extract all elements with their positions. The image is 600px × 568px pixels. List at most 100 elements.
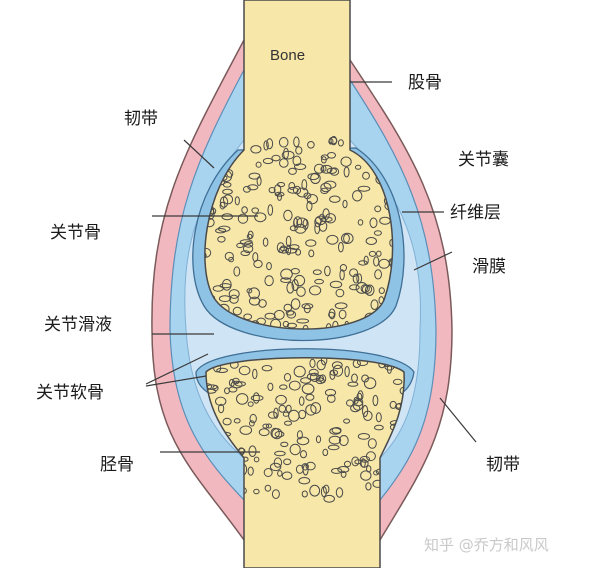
trabecula-ring bbox=[328, 435, 342, 445]
trabecula-ring bbox=[389, 258, 393, 269]
trabecula-ring bbox=[253, 259, 263, 269]
trabecula-ring bbox=[298, 477, 311, 485]
trabecula-ring bbox=[212, 285, 224, 292]
trabecula-ring bbox=[313, 163, 325, 174]
leader-ligament-top bbox=[183, 139, 215, 169]
trabecula-ring bbox=[325, 213, 336, 224]
trabecula-ring bbox=[292, 155, 302, 167]
trabecula-ring bbox=[293, 136, 300, 148]
label-femur: 股骨 bbox=[408, 73, 442, 93]
trabecula-ring bbox=[363, 410, 373, 421]
trabecula-ring bbox=[228, 256, 235, 263]
trabecula-ring bbox=[248, 296, 261, 306]
trabecula-ring bbox=[289, 244, 300, 250]
trabecula-ring bbox=[252, 252, 259, 263]
trabecula-ring bbox=[367, 438, 377, 449]
trabecula-ring bbox=[320, 357, 328, 366]
trabecula-ring bbox=[237, 213, 249, 224]
trabecula-ring bbox=[250, 394, 264, 402]
leader-cartilage-1 bbox=[145, 353, 209, 385]
trabecula-ring bbox=[236, 393, 249, 405]
trabecula-ring bbox=[331, 427, 342, 434]
trabecula-ring bbox=[362, 171, 370, 180]
trabecula-ring bbox=[338, 309, 347, 320]
trabecula-ring bbox=[320, 486, 327, 498]
trabecula-ring bbox=[293, 274, 306, 287]
trabecula-ring bbox=[376, 250, 382, 257]
trabecula-ring bbox=[224, 251, 234, 261]
trabecula-ring bbox=[247, 466, 254, 476]
label-synovium: 滑膜 bbox=[472, 257, 506, 277]
trabecula-ring bbox=[365, 237, 377, 245]
trabecula-ring bbox=[206, 383, 213, 390]
trabecula-ring bbox=[221, 278, 232, 291]
trabecula-ring bbox=[264, 275, 274, 287]
trabecula-ring bbox=[355, 282, 368, 294]
trabecula-ring bbox=[302, 324, 309, 330]
trabecula-ring bbox=[335, 288, 345, 298]
trabecula-ring bbox=[251, 207, 259, 214]
trabecula-ring bbox=[357, 185, 371, 192]
trabecula-ring bbox=[301, 303, 314, 310]
trabecula-ring bbox=[320, 216, 333, 223]
label-fibrous-layer: 纤维层 bbox=[450, 203, 501, 223]
trabecula-ring bbox=[324, 265, 331, 277]
trabecula-ring bbox=[242, 185, 251, 193]
trabecula-ring bbox=[285, 235, 292, 247]
trabecula-ring bbox=[255, 161, 262, 168]
trabecula-ring bbox=[246, 288, 253, 294]
trabecula-ring bbox=[360, 470, 372, 481]
trabecula-ring bbox=[298, 409, 307, 420]
label-ligament-bottom: 韧带 bbox=[486, 455, 520, 475]
trabecula-ring bbox=[270, 427, 280, 439]
trabecula-ring bbox=[310, 172, 321, 185]
trabecula-ring bbox=[359, 459, 369, 468]
trabecula-ring bbox=[258, 428, 270, 437]
trabecula-ring bbox=[300, 377, 312, 384]
trabecula-ring bbox=[276, 242, 285, 254]
trabecula-ring bbox=[218, 295, 232, 303]
trabecula-ring bbox=[309, 358, 316, 368]
trabecula-ring bbox=[389, 239, 393, 247]
trabecula-ring bbox=[322, 208, 330, 220]
trabecula-ring bbox=[226, 169, 234, 178]
trabecula-ring bbox=[283, 147, 289, 160]
trabecula-ring bbox=[343, 166, 350, 178]
trabecula-ring bbox=[289, 443, 301, 456]
trabecula-ring bbox=[351, 456, 360, 467]
trabecula-ring bbox=[252, 368, 258, 380]
trabecula-ring bbox=[305, 404, 317, 416]
trabecula-ring bbox=[368, 250, 377, 257]
label-joint-capsule: 关节囊 bbox=[458, 150, 509, 170]
trabecula-ring bbox=[329, 167, 340, 176]
trabecula-ring bbox=[374, 269, 383, 280]
trabecula-ring bbox=[372, 394, 379, 407]
trabecula-ring bbox=[204, 250, 207, 261]
trabecula-ring bbox=[247, 401, 254, 407]
trabecula-ring bbox=[273, 457, 283, 468]
trabecula-ring bbox=[228, 289, 240, 299]
trabecula-ring bbox=[306, 194, 318, 205]
trabecula-ring bbox=[267, 382, 274, 391]
trabecula-ring bbox=[236, 242, 244, 249]
trabecula-ring bbox=[338, 242, 344, 253]
trabecula-ring bbox=[288, 380, 301, 391]
trabecula-ring bbox=[266, 138, 274, 150]
trabecula-ring bbox=[253, 456, 260, 463]
trabecula-ring bbox=[285, 310, 295, 316]
trabecula-ring bbox=[354, 164, 362, 170]
trabecula-ring bbox=[250, 145, 262, 154]
trabecula-ring bbox=[300, 450, 307, 459]
trabecula-ring bbox=[222, 194, 234, 205]
trabecula-ring bbox=[379, 216, 391, 225]
trabecula-ring bbox=[357, 219, 364, 226]
trabecula-ring bbox=[359, 455, 371, 463]
leader-ligament-bottom bbox=[439, 397, 477, 443]
trabecula-ring bbox=[296, 318, 310, 324]
trabecula-ring bbox=[365, 482, 372, 491]
trabecula-ring bbox=[240, 250, 251, 257]
trabecula-ring bbox=[301, 179, 308, 191]
trabecula-ring bbox=[350, 404, 361, 413]
trabecula-ring bbox=[351, 373, 358, 383]
trabecula-ring bbox=[204, 217, 215, 228]
